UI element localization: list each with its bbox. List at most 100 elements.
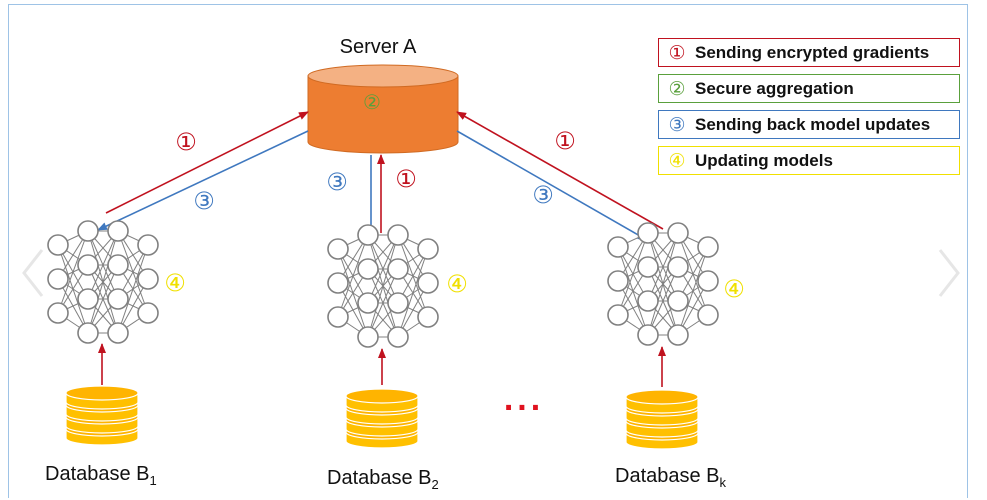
legend-item-2: ② Secure aggregation (658, 74, 960, 103)
back-arrow-right (456, 130, 648, 241)
network-node (137, 234, 159, 256)
network-node (137, 302, 159, 324)
legend-num-1: ① (668, 41, 686, 64)
update-label-3: ④ (723, 275, 745, 303)
network-edge (87, 230, 119, 300)
network-node (107, 288, 129, 310)
network-node (667, 256, 689, 278)
update-label-1: ④ (164, 269, 186, 297)
network-edge (87, 264, 119, 334)
network-edge (647, 232, 679, 336)
network-node (77, 322, 99, 344)
send-arrow-right (456, 111, 664, 230)
network-node (697, 236, 719, 258)
database-label-2: Database B2 (327, 467, 439, 492)
send-label-right: ① (554, 127, 576, 155)
network-edge (647, 232, 679, 302)
network-edge (367, 268, 399, 338)
network-node (417, 272, 439, 294)
network-node (697, 270, 719, 292)
legend-item-3: ③ Sending back model updates (658, 110, 960, 139)
network-node (327, 238, 349, 260)
network-edge (367, 234, 399, 338)
network-node (607, 270, 629, 292)
network-node (387, 258, 409, 280)
network-node (387, 224, 409, 246)
network-node (417, 306, 439, 328)
neural-network-3 (607, 222, 719, 346)
network-node (137, 268, 159, 290)
database-ellipsis: ... (504, 380, 544, 418)
back-label-left: ③ (193, 187, 215, 215)
server-title: Server A (340, 36, 417, 58)
network-node (77, 254, 99, 276)
legend-text-2: Secure aggregation (695, 78, 854, 98)
legend-item-4: ④ Updating models (658, 146, 960, 175)
server-cylinder (307, 64, 459, 154)
network-node (357, 224, 379, 246)
network-node (637, 222, 659, 244)
network-node (107, 254, 129, 276)
send-label-left: ① (175, 128, 197, 156)
legend-text-4: Updating models (695, 150, 833, 170)
network-node (357, 326, 379, 348)
database-stack-2 (345, 388, 419, 449)
network-node (357, 258, 379, 280)
network-node (637, 324, 659, 346)
network-node (417, 238, 439, 260)
database-label-1: Database B1 (45, 463, 157, 488)
network-node (667, 222, 689, 244)
network-node (667, 290, 689, 312)
database-stack-1 (65, 385, 139, 446)
legend-item-1: ① Sending encrypted gradients (658, 38, 960, 67)
database-disc-top (65, 385, 139, 401)
network-node (387, 292, 409, 314)
network-node (327, 272, 349, 294)
update-label-2: ④ (446, 270, 468, 298)
back-arrow-left (97, 130, 309, 231)
back-label-middle: ③ (326, 168, 348, 196)
database-label-3: Database Bk (615, 465, 727, 490)
network-node (697, 304, 719, 326)
network-node (607, 236, 629, 258)
neural-network-2 (327, 224, 439, 348)
network-node (107, 220, 129, 242)
network-edge (57, 230, 89, 314)
network-edge (367, 234, 399, 304)
network-edge (87, 230, 119, 334)
neural-network-1 (47, 220, 159, 344)
legend-num-4: ④ (668, 149, 686, 172)
network-node (47, 268, 69, 290)
network-node (607, 304, 629, 326)
network-edge (677, 246, 709, 336)
back-label-right: ③ (532, 181, 554, 209)
database-stack-3 (625, 389, 699, 450)
network-node (107, 322, 129, 344)
network-node (47, 234, 69, 256)
network-node (357, 292, 379, 314)
server-aggregation-marker: ② (363, 90, 381, 114)
network-edge (117, 244, 149, 334)
network-edge (617, 232, 649, 316)
send-label-middle: ① (395, 165, 417, 193)
network-edge (397, 248, 429, 338)
next-slide-icon[interactable] (936, 248, 962, 298)
network-edge (647, 266, 679, 336)
prev-slide-icon[interactable] (20, 248, 46, 298)
network-node (77, 288, 99, 310)
database-disc-top (625, 389, 699, 405)
network-node (387, 326, 409, 348)
network-node (637, 290, 659, 312)
network-node (327, 306, 349, 328)
network-node (47, 302, 69, 324)
legend-text-3: Sending back model updates (695, 114, 931, 134)
legend-text-1: Sending encrypted gradients (695, 42, 930, 62)
network-node (77, 220, 99, 242)
network-node (637, 256, 659, 278)
legend-num-2: ② (668, 77, 686, 100)
diagram-frame (8, 4, 968, 498)
legend-num-3: ③ (668, 113, 686, 136)
database-disc-top (345, 388, 419, 404)
network-edge (337, 234, 369, 318)
